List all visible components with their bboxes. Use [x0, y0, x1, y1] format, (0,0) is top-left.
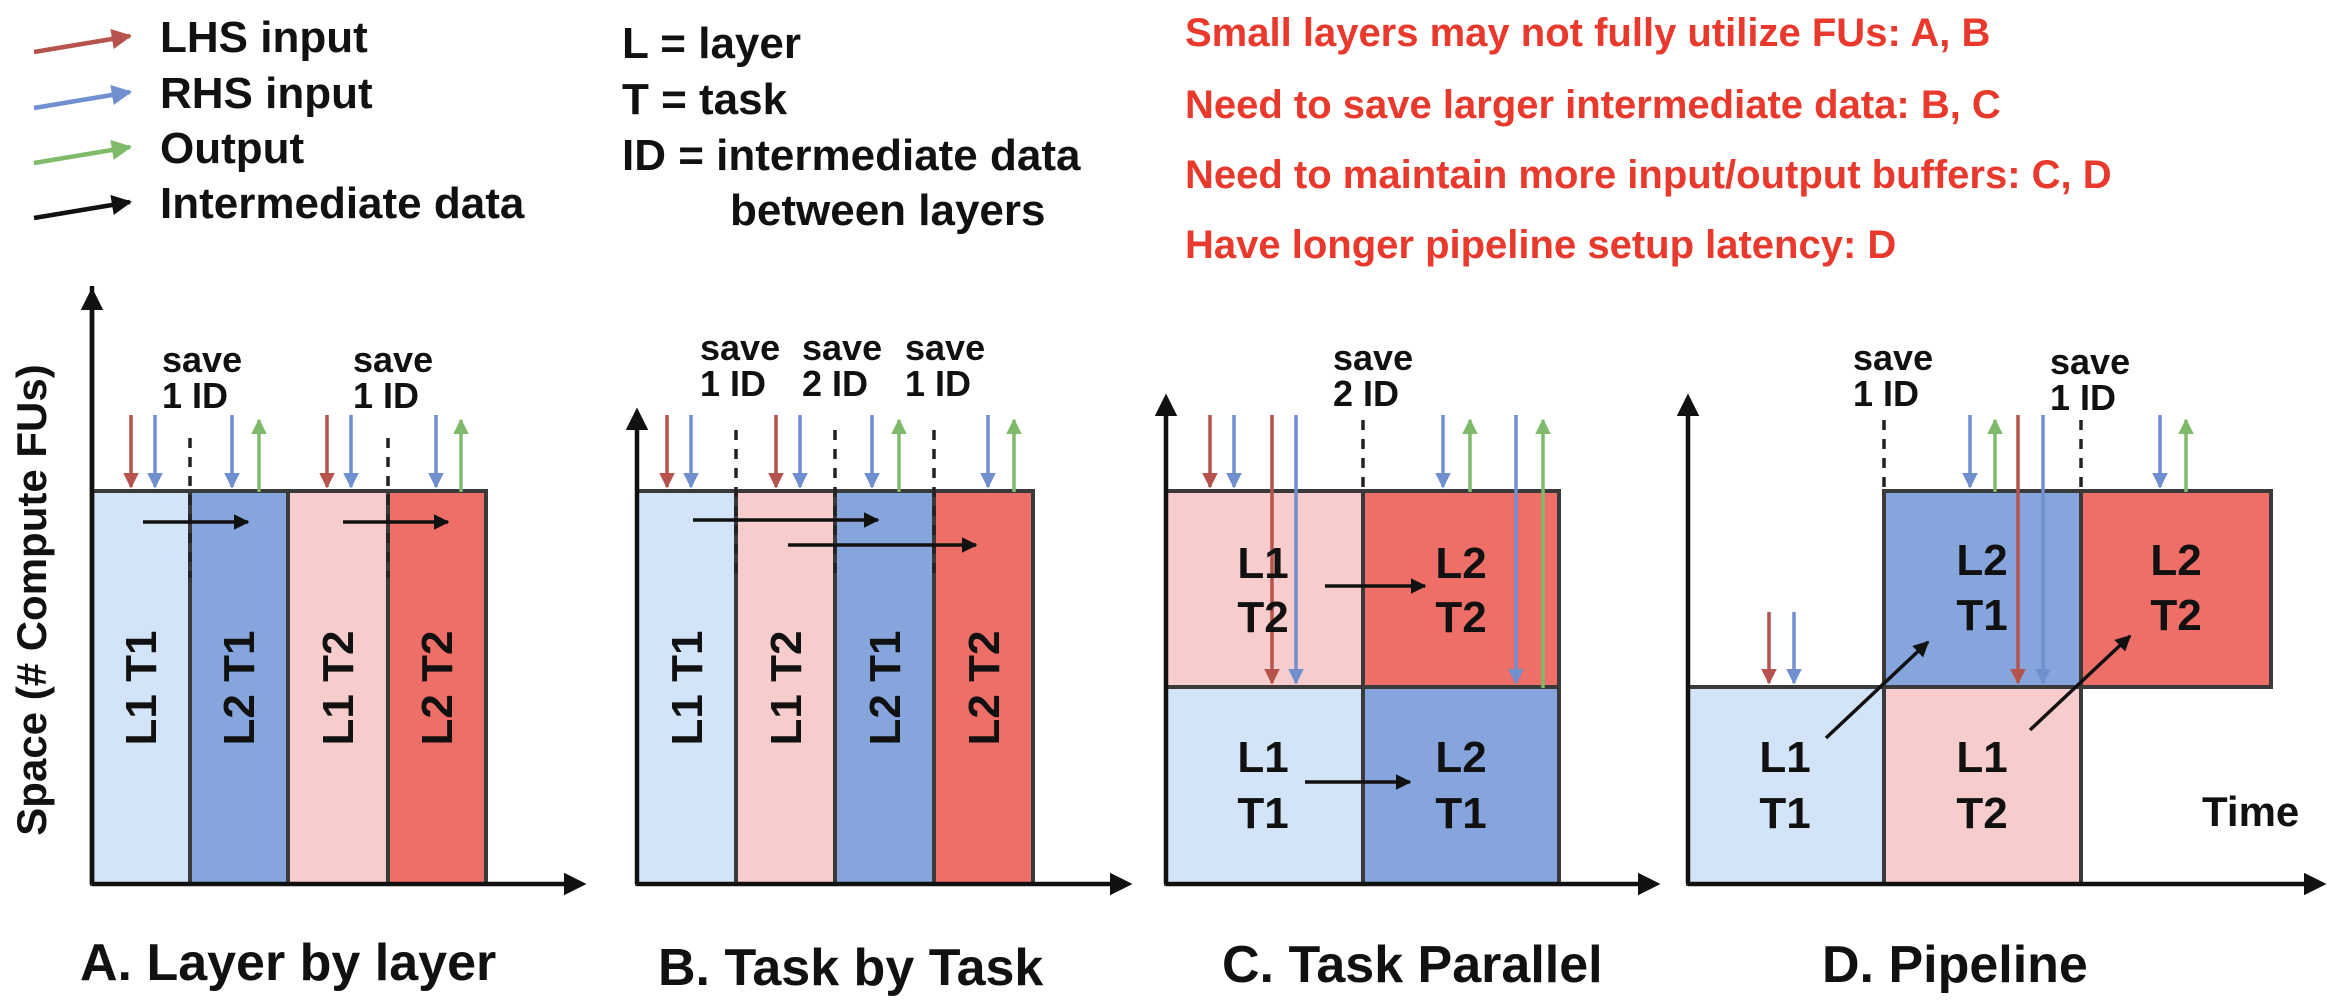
definition-task: T = task	[622, 75, 788, 124]
caption-a: A. Layer by layer	[80, 934, 496, 992]
b-cell-l2t2: L2 T2	[960, 631, 1009, 746]
block-c-l1t1	[1164, 685, 1365, 886]
d-cell-l1t1-layer: L1	[1759, 733, 1810, 782]
c-cell-l2t2-layer: L2	[1435, 539, 1486, 588]
d-id-label-2: 1 ID	[2050, 377, 2116, 418]
a-id-label-1: 1 ID	[162, 375, 228, 416]
c-id-label: 2 ID	[1333, 373, 1399, 414]
block-a-l2t2	[386, 489, 488, 886]
b-save-label-1: save	[700, 327, 780, 368]
d-cell-l1t2-task: T2	[1956, 789, 2007, 838]
lhs-legend-arrow	[33, 29, 132, 55]
block-c-l2t1	[1361, 685, 1561, 886]
rhs-legend-arrow	[33, 85, 132, 111]
note-4: Have longer pipeline setup latency: D	[1185, 223, 1896, 267]
b-id-label-3: 1 ID	[905, 363, 971, 404]
caption-b: B. Task by Task	[658, 939, 1043, 997]
definition-id-line2: between layers	[730, 186, 1046, 235]
intermediate-legend-label: Intermediate data	[160, 179, 525, 228]
c-save-label: save	[1333, 337, 1413, 378]
d-save-label-2: save	[2050, 341, 2130, 382]
d-cell-l1t2-layer: L1	[1956, 733, 2007, 782]
panel-a: save 1 ID save 1 ID L1 T1 L2 T1 L1 T2 L2…	[80, 286, 587, 992]
c-cell-l2t2-task: T2	[1435, 593, 1486, 642]
block-c-l1t2	[1164, 489, 1365, 689]
notes: Small layers may not fully utilize FUs: …	[1185, 11, 2112, 267]
note-3: Need to maintain more input/output buffe…	[1185, 153, 2112, 197]
a-id-label-2: 1 ID	[353, 375, 419, 416]
a-save-label-1: save	[162, 339, 242, 380]
output-legend-label: Output	[160, 124, 305, 173]
caption-d: D. Pipeline	[1822, 936, 2088, 994]
panel-d: save 1 ID save 1 ID L2 T1 L2 T2 L1 T1 L1…	[1676, 337, 2327, 994]
b-id-label-1: 1 ID	[700, 363, 766, 404]
y-axis-label: Space (# Compute FUs)	[8, 364, 55, 835]
b-cell-l2t1: L2 T1	[861, 631, 910, 746]
note-1: Small layers may not fully utilize FUs: …	[1185, 11, 1990, 55]
definitions: L = layer T = task ID = intermediate dat…	[622, 19, 1081, 235]
d-cell-l2t1-layer: L2	[1956, 536, 2007, 585]
a-save-label-2: save	[353, 339, 433, 380]
lhs-legend-label: LHS input	[160, 13, 368, 62]
d-id-label-1: 1 ID	[1853, 373, 1919, 414]
d-intermediate-arrow-1	[1824, 640, 1930, 740]
d-cell-l2t1-task: T1	[1956, 591, 2007, 640]
b-cell-l1t1: L1 T1	[663, 631, 712, 746]
c-cell-l1t1-layer: L1	[1237, 733, 1288, 782]
block-c-l2t2	[1361, 489, 1561, 689]
definition-layer: L = layer	[622, 19, 801, 68]
a-cell-l2t1: L2 T1	[215, 631, 264, 746]
d-cell-l2t2-layer: L2	[2150, 536, 2201, 585]
block-d-l1t1	[1686, 685, 1886, 886]
legend: LHS input RHS input Output Intermediate …	[33, 13, 525, 228]
rhs-legend-label: RHS input	[160, 69, 373, 118]
c-cell-l2t1-task: T1	[1435, 789, 1486, 838]
c-cell-l1t2-task: T2	[1237, 593, 1288, 642]
a-cell-l2t2: L2 T2	[413, 631, 462, 746]
a-cell-l1t1: L1 T1	[117, 631, 166, 746]
output-legend-arrow	[33, 140, 132, 166]
b-save-label-2: save	[802, 327, 882, 368]
d-save-label-1: save	[1853, 337, 1933, 378]
d-cell-l1t1-task: T1	[1759, 789, 1810, 838]
c-cell-l2t1-layer: L2	[1435, 733, 1486, 782]
block-a-l2t1	[188, 489, 290, 886]
b-cell-l1t2: L1 T2	[762, 631, 811, 746]
block-b-l1t2	[734, 489, 837, 886]
c-cell-l1t1-task: T1	[1237, 789, 1288, 838]
c-cell-l1t2-layer: L1	[1237, 539, 1288, 588]
panel-b: save 1 ID save 2 ID save 1 ID L1 T1 L1 T…	[625, 327, 1133, 997]
a-cell-l1t2: L1 T2	[314, 631, 363, 746]
intermediate-legend-arrow	[33, 195, 132, 221]
b-save-label-3: save	[905, 327, 985, 368]
x-axis-label: Time	[2202, 788, 2299, 835]
definition-id-line1: ID = intermediate data	[622, 131, 1081, 180]
panel-c: save 2 ID L1 T2 L2 T2 L1 T1 L2 T1 C. Tas…	[1154, 337, 1661, 994]
b-id-label-2: 2 ID	[802, 363, 868, 404]
block-d-l1t2	[1882, 685, 2083, 886]
block-b-l2t2	[932, 489, 1035, 886]
d-intermediate-arrow-2	[2028, 634, 2132, 732]
note-2: Need to save larger intermediate data: B…	[1185, 83, 2001, 127]
d-cell-l2t2-task: T2	[2150, 591, 2201, 640]
caption-c: C. Task Parallel	[1222, 936, 1603, 994]
